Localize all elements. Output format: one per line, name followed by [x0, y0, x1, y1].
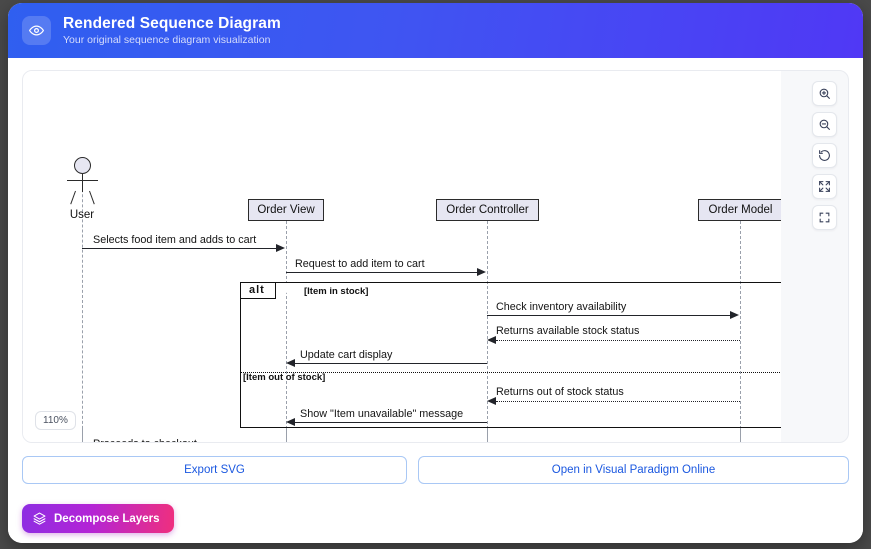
decompose-row: Decompose Layers	[22, 504, 849, 533]
panel-body: User Order View Order Controller Order M…	[8, 58, 863, 543]
reset-icon[interactable]	[812, 143, 837, 168]
panel-header: Rendered Sequence Diagram Your original …	[8, 3, 863, 58]
alt-fragment-divider	[241, 372, 781, 373]
lifeline-user	[82, 159, 83, 442]
participant-order-controller[interactable]: Order Controller	[436, 199, 539, 221]
lifeline-user-lower	[82, 428, 83, 442]
app-window: Rendered Sequence Diagram Your original …	[8, 3, 863, 543]
alt-tag-corner	[282, 283, 294, 299]
page-title: Rendered Sequence Diagram	[63, 14, 281, 32]
zoom-out-icon[interactable]	[812, 112, 837, 137]
page-subtitle: Your original sequence diagram visualiza…	[63, 33, 271, 46]
lifeline-order-view-lower	[286, 428, 287, 442]
participant-label-user: User	[69, 209, 95, 221]
alt-condition-2: [Item out of stock]	[243, 372, 326, 383]
viewer-toolbar	[812, 81, 837, 230]
alt-fragment	[240, 282, 781, 428]
eye-icon	[22, 16, 51, 45]
lifeline-order-view	[286, 221, 287, 442]
decompose-layers-label: Decompose Layers	[54, 512, 160, 525]
lifeline-order-controller	[487, 221, 488, 442]
decompose-layers-button[interactable]: Decompose Layers	[22, 504, 175, 533]
expand-icon[interactable]	[812, 174, 837, 199]
participant-order-model[interactable]: Order Model	[698, 199, 781, 221]
export-svg-button[interactable]: Export SVG	[22, 456, 408, 484]
lifeline-order-model	[740, 221, 741, 442]
alt-fragment-operator: alt	[241, 283, 276, 299]
diagram-viewer: User Order View Order Controller Order M…	[22, 70, 849, 443]
layers-icon	[33, 512, 46, 525]
zoom-in-icon[interactable]	[812, 81, 837, 106]
lifeline-order-controller-lower	[487, 428, 488, 442]
zoom-level-badge: 110%	[35, 411, 76, 430]
lifeline-order-model-lower	[740, 428, 741, 442]
action-button-row: Export SVG Open in Visual Paradigm Onlin…	[22, 456, 849, 484]
alt-condition-1: [Item in stock]	[304, 286, 369, 297]
participant-order-view[interactable]: Order View	[248, 199, 324, 221]
open-visual-paradigm-button[interactable]: Open in Visual Paradigm Online	[418, 456, 849, 484]
diagram-canvas[interactable]: User Order View Order Controller Order M…	[23, 71, 781, 442]
fit-icon[interactable]	[812, 205, 837, 230]
